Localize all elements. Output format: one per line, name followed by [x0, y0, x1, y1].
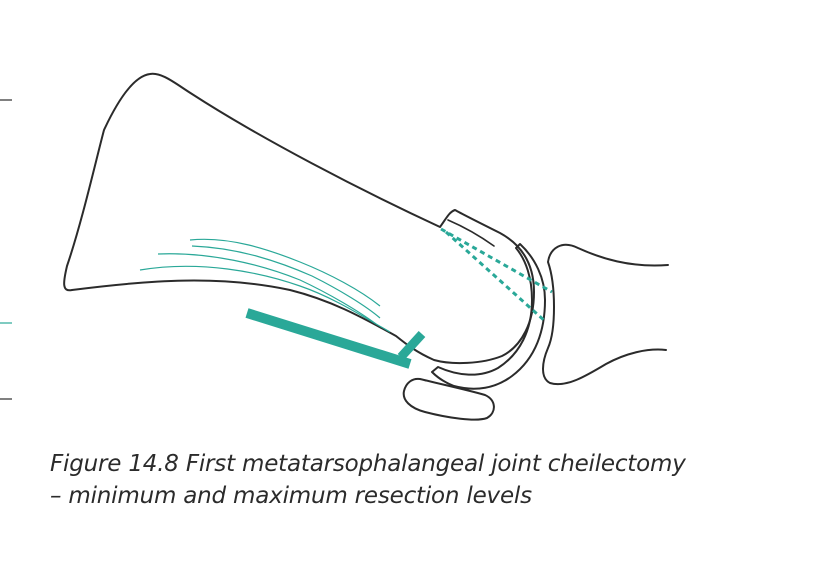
- shaft-shading-line-2: [191, 245, 381, 319]
- sesamoid-bone: [402, 377, 495, 421]
- caption-line-2: – minimum and maximum resection levels: [50, 483, 532, 509]
- resection-line-minimum: [440, 227, 553, 294]
- resection-line-maximum: [444, 230, 548, 324]
- caption-line-1: Figure 14.8 First metatarsophalangeal jo…: [50, 451, 686, 477]
- shaft-shading-line-3: [157, 253, 377, 325]
- proximal-phalanx-outline: [542, 243, 669, 386]
- shaft-shading-line-4: [139, 265, 391, 333]
- articular-cartilage-band: [431, 243, 546, 390]
- articular-inner-line: [447, 219, 495, 247]
- figure-caption: Figure 14.8 First metatarsophalangeal jo…: [50, 448, 790, 512]
- resection-marker-stem: [397, 330, 426, 361]
- resection-marker-bar: [245, 308, 412, 369]
- metatarsal-bone-outline: [63, 72, 535, 365]
- shaft-shading-line-1: [189, 238, 381, 307]
